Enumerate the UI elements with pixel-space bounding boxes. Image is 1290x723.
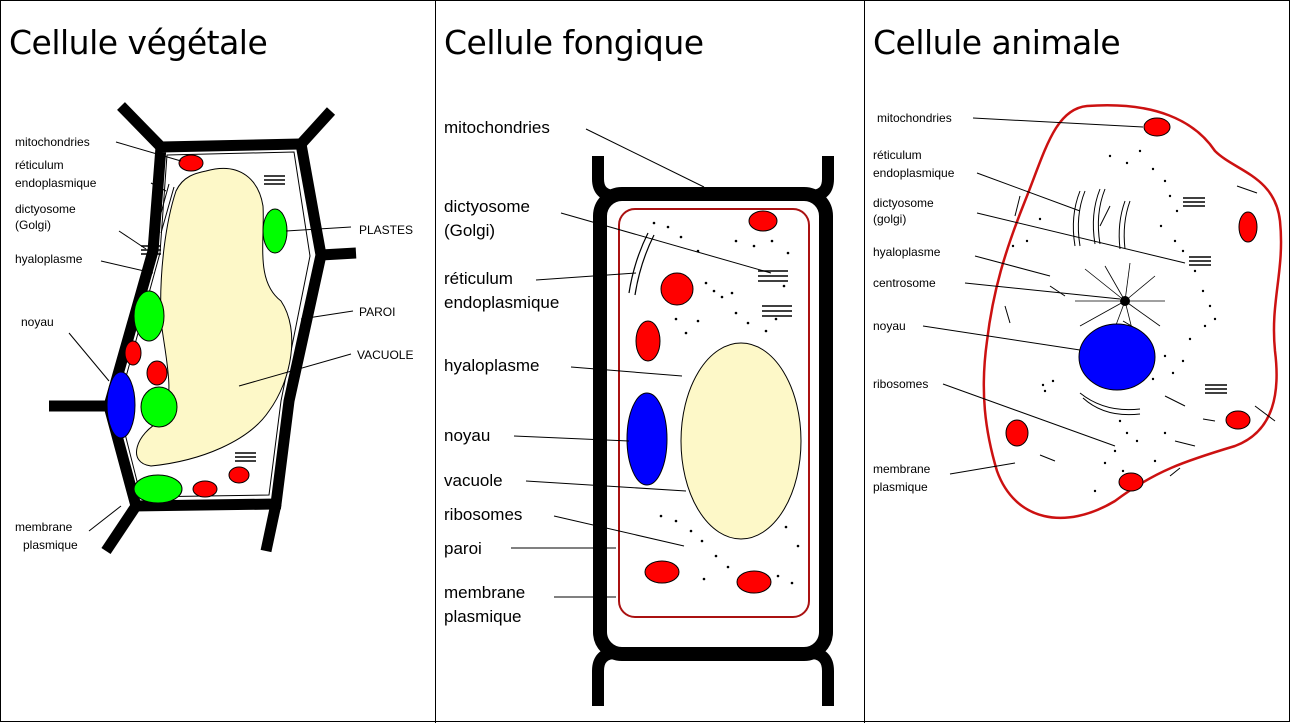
label-mitochondries: mitochondries — [444, 118, 550, 137]
label-noyau: noyau — [873, 319, 906, 333]
label-hyaloplasme: hyaloplasme — [15, 252, 83, 266]
column-fungal-cell: Cellule fongique — [435, 1, 864, 723]
label-membrane-2: plasmique — [873, 480, 928, 494]
label-golgi: (Golgi) — [15, 218, 51, 232]
label-vacuole: VACUOLE — [357, 348, 413, 362]
label-dictyosome: dictyosome — [444, 197, 530, 216]
label-membrane: membrane — [444, 583, 525, 602]
label-reticulum-2: endoplasmique — [15, 176, 97, 190]
label-hyaloplasme: hyaloplasme — [873, 245, 941, 259]
label-dictyosome: dictyosome — [15, 202, 76, 216]
label-hyaloplasme: hyaloplasme — [444, 356, 539, 375]
label-reticulum-2: endoplasmique — [444, 293, 559, 312]
label-plastes: PLASTES — [359, 223, 413, 237]
fungal-vacuole — [681, 343, 801, 539]
animal-membrane — [984, 105, 1281, 518]
label-reticulum: réticulum — [444, 269, 513, 288]
label-ribosomes: ribosomes — [873, 377, 928, 391]
plant-nucleus — [107, 372, 135, 438]
label-golgi: (Golgi) — [444, 221, 495, 240]
label-vacuole: vacuole — [444, 471, 503, 490]
label-membrane-2: plasmique — [23, 538, 78, 552]
fungal-cell-diagram: mitochondries dictyosome (Golgi) réticul… — [436, 1, 865, 723]
animal-cell-diagram: mitochondries réticulum endoplasmique di… — [865, 1, 1290, 723]
label-mitochondries: mitochondries — [15, 135, 90, 149]
label-golgi: (golgi) — [873, 212, 906, 226]
column-plant-cell: Cellule végétale — [1, 1, 435, 723]
label-paroi: PAROI — [359, 305, 395, 319]
label-noyau: noyau — [444, 426, 490, 445]
label-membrane: membrane — [15, 520, 73, 534]
animal-nucleus — [1079, 324, 1155, 390]
label-ribosomes: ribosomes — [444, 505, 522, 524]
animal-centrosome — [1120, 296, 1130, 306]
label-membrane-2: plasmique — [444, 607, 522, 626]
label-reticulum-2: endoplasmique — [873, 166, 955, 180]
label-reticulum: réticulum — [873, 148, 922, 162]
label-paroi: paroi — [444, 539, 482, 558]
label-noyau: noyau — [21, 315, 54, 329]
label-mitochondries: mitochondries — [877, 111, 952, 125]
label-dictyosome: dictyosome — [873, 196, 934, 210]
fungal-nucleus — [627, 393, 667, 485]
column-animal-cell: Cellule animale — [864, 1, 1290, 723]
label-centrosome: centrosome — [873, 276, 936, 290]
plant-cell-diagram: mitochondries réticulum endoplasmique di… — [1, 1, 435, 723]
label-membrane: membrane — [873, 462, 931, 476]
label-reticulum: réticulum — [15, 158, 64, 172]
